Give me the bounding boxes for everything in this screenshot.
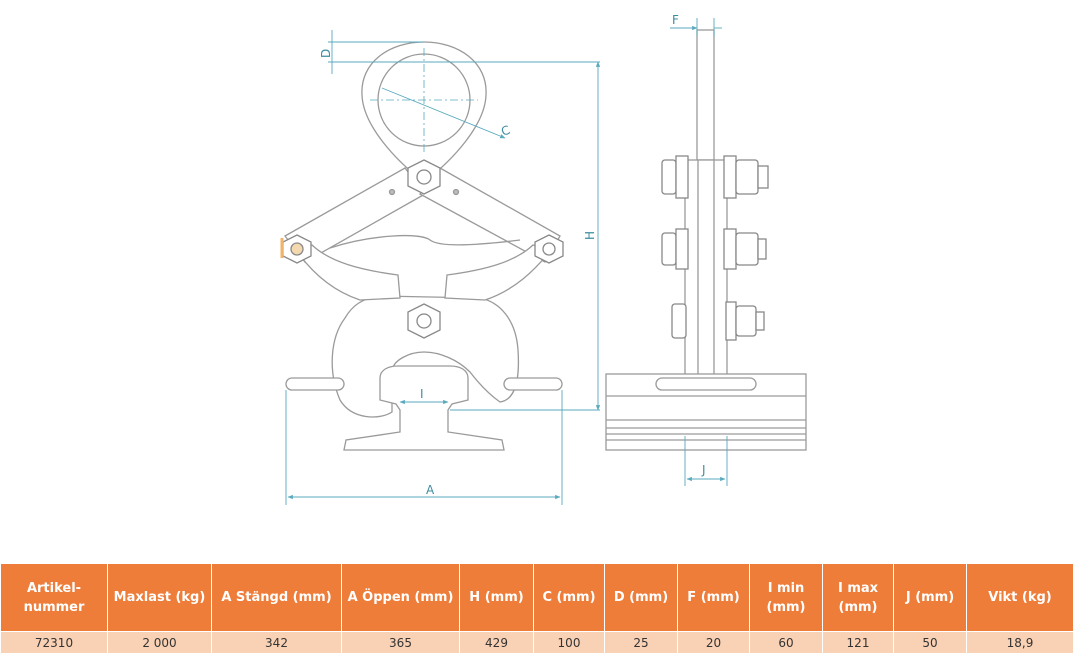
cell-f: 20 <box>678 632 750 654</box>
label-d: D <box>319 49 333 58</box>
cell-weight: 18,9 <box>967 632 1073 654</box>
table-row: 72310 2 000 342 365 429 100 25 20 60 121… <box>1 632 1073 654</box>
header-c: C (mm) <box>534 564 605 632</box>
cell-a-open: 365 <box>342 632 460 654</box>
cell-c: 100 <box>534 632 605 654</box>
label-f: F <box>672 13 679 27</box>
header-i-min-line1: I min <box>768 581 805 596</box>
header-a-open: A Öppen (mm) <box>342 564 460 632</box>
side-view <box>606 30 806 450</box>
header-i-min-line2: (mm) <box>767 600 806 615</box>
cell-article-number: 72310 <box>1 632 108 654</box>
header-j: J (mm) <box>894 564 967 632</box>
table-header-row: Artikel-nummer Maxlast (kg) A Stängd (mm… <box>1 564 1073 632</box>
label-i: I <box>420 387 424 401</box>
header-article-number-line2: nummer <box>24 600 85 615</box>
spec-table: Artikel-nummer Maxlast (kg) A Stängd (mm… <box>0 563 1073 654</box>
cell-maxlast: 2 000 <box>108 632 212 654</box>
header-i-max-line1: I max <box>838 581 878 596</box>
cell-i-max: 121 <box>823 632 894 654</box>
technical-drawing: D C H I A F J <box>0 0 1073 560</box>
label-j: J <box>701 463 706 477</box>
header-maxlast: Maxlast (kg) <box>108 564 212 632</box>
side-eye-plate <box>697 30 714 160</box>
header-i-max-line2: (mm) <box>839 600 878 615</box>
header-i-min: I min (mm) <box>750 564 823 632</box>
header-weight: Vikt (kg) <box>967 564 1073 632</box>
header-h: H (mm) <box>460 564 534 632</box>
header-article-number: Artikel-nummer <box>1 564 108 632</box>
cell-d: 25 <box>605 632 678 654</box>
header-i-max: I max (mm) <box>823 564 894 632</box>
cell-i-min: 60 <box>750 632 823 654</box>
header-article-number-line1: Artikel- <box>27 581 81 596</box>
header-d: D (mm) <box>605 564 678 632</box>
cell-h: 429 <box>460 632 534 654</box>
cell-j: 50 <box>894 632 967 654</box>
label-h: H <box>583 231 597 240</box>
header-a-closed: A Stängd (mm) <box>212 564 342 632</box>
header-f: F (mm) <box>678 564 750 632</box>
label-a: A <box>426 483 435 497</box>
cell-a-closed: 342 <box>212 632 342 654</box>
